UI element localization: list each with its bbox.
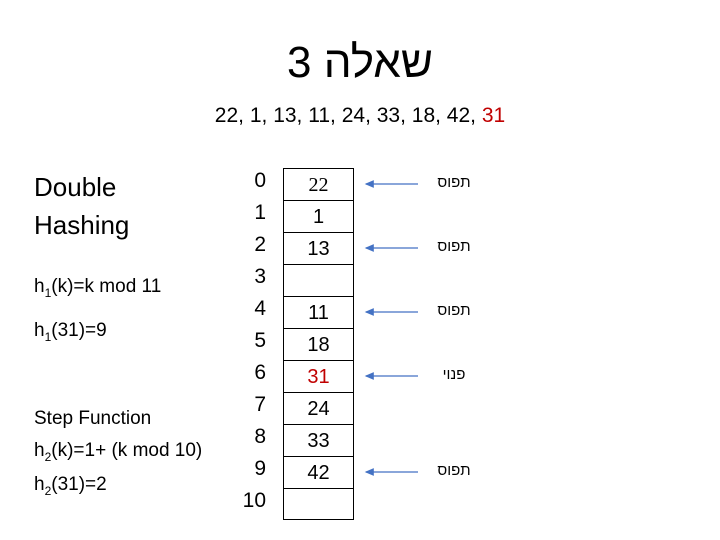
- sequence-separator: ,: [296, 104, 309, 127]
- table-cell: 1: [284, 201, 353, 233]
- table-cell: 33: [284, 425, 353, 457]
- table-cell: 24: [284, 393, 353, 425]
- sequence-separator: ,: [330, 104, 342, 127]
- table-index: 2: [254, 233, 266, 256]
- table-cell: 13: [284, 233, 353, 265]
- probe-label: פנוי: [442, 366, 466, 383]
- sequence-separator: ,: [238, 104, 250, 127]
- sequence-key: 31: [481, 104, 506, 127]
- table-cell: 42: [284, 457, 353, 489]
- sequence-key: 24: [341, 104, 366, 127]
- probe-label: תפוס: [437, 238, 471, 255]
- table-index: 9: [254, 457, 266, 480]
- step-function-title: Step Function: [34, 408, 152, 429]
- h1-definition: h1(k)=k mod 11: [34, 276, 162, 300]
- table-cell: 22: [284, 169, 353, 201]
- sequence-key: 33: [376, 104, 401, 127]
- table-index: 4: [254, 297, 266, 320]
- table-index: 1: [254, 201, 266, 224]
- table-index: 10: [242, 489, 266, 512]
- sequence-key: 13: [273, 104, 297, 127]
- sequence-separator: ,: [261, 104, 274, 127]
- sequence-key: 11: [308, 104, 331, 127]
- method-name-line2: Hashing: [34, 210, 130, 240]
- table-cell: [284, 265, 353, 297]
- sequence-separator: ,: [400, 104, 412, 127]
- table-index: 5: [254, 329, 266, 352]
- sequence-separator: ,: [470, 104, 482, 127]
- probe-label: תפוס: [437, 462, 471, 479]
- key-sequence: 22, 1, 13, 11, 24, 33, 18, 42, 31: [0, 104, 720, 128]
- table-index: 0: [254, 169, 266, 192]
- table-index: 8: [254, 425, 266, 448]
- table-index: 7: [254, 393, 266, 416]
- slide-title: שאלה 3: [287, 38, 433, 87]
- sequence-key: 18: [411, 104, 436, 127]
- sequence-key: 42: [446, 104, 471, 127]
- h1-value: h1(31)=9: [34, 320, 107, 344]
- sequence-key: 1: [249, 104, 262, 127]
- method-name-line1: Double: [34, 172, 117, 202]
- sequence-separator: ,: [435, 104, 447, 127]
- table-cell: 31: [284, 361, 353, 393]
- sequence-separator: ,: [365, 104, 377, 127]
- h2-definition: h2(k)=1+ (k mod 10): [34, 440, 203, 464]
- h2-value: h2(31)=2: [34, 474, 107, 498]
- table-index: 3: [254, 265, 266, 288]
- table-cell: 11: [284, 297, 353, 329]
- probe-label: תפוס: [437, 174, 471, 191]
- sequence-key: 22: [214, 104, 239, 127]
- table-cell: 18: [284, 329, 353, 361]
- method-name: Double Hashing: [34, 168, 129, 244]
- probe-label: תפוס: [437, 302, 471, 319]
- table-index: 6: [254, 361, 266, 384]
